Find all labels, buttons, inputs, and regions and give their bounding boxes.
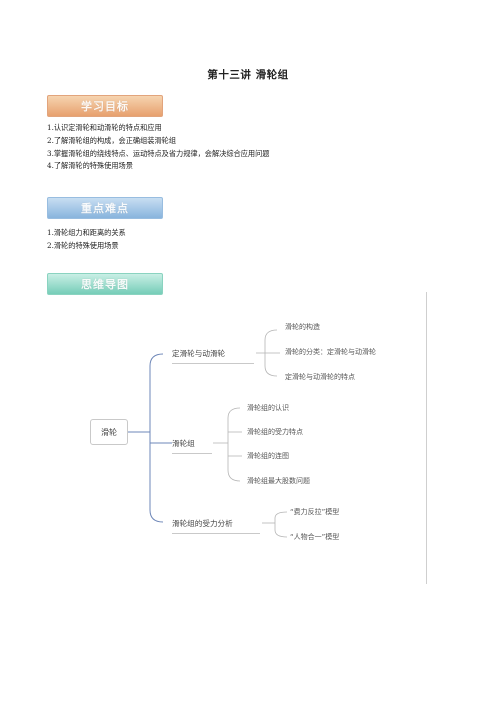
mindmap-leaf: 滑轮组最大股数问题: [247, 477, 310, 485]
goal-item: 4.了解滑轮的特殊使用场景: [47, 161, 133, 171]
mindmap-branch: 滑轮组: [172, 433, 212, 454]
key-points-list: 1.滑轮组力和距离的关系 2.滑轮的特殊使用场景: [47, 227, 126, 253]
goal-item: 2.了解滑轮组的构成，会正确组装滑轮组: [47, 135, 177, 145]
connector-line: [149, 353, 164, 523]
mindmap-leaf: 滑轮的分类：定滑轮与动滑轮: [285, 348, 376, 356]
goal-item: 1.认识定滑轮和动滑轮的特点和应用: [47, 123, 162, 132]
mindmap-leaf: 定滑轮与动滑轮的特点: [285, 373, 355, 381]
mindmap-leaf: 滑轮的构造: [285, 323, 320, 331]
connector-line: [274, 511, 288, 538]
page-title: 第十三讲 滑轮组: [207, 69, 289, 81]
mindmap-leaf: 滑轮组的认识: [247, 404, 289, 412]
mindmap-branch: 滑轮组的受力分析: [172, 513, 260, 534]
goals-list: 1.认识定滑轮和动滑轮的特点和应用 2.了解滑轮组的构成，会正确组装滑轮组 3.…: [47, 122, 270, 173]
mindmap-leaf: “人物合一”模型: [290, 533, 340, 541]
key-points-banner: 重点难点: [47, 197, 163, 219]
goals-banner: 学习目标: [47, 95, 163, 117]
mindmap-leaf: 滑轮组的连图: [247, 452, 289, 460]
mindmap-leaf: 滑轮组的受力特点: [247, 428, 303, 436]
page-divider: [426, 292, 427, 584]
goal-item: 3.掌握滑轮组的绕线特点、运动特点及省力规律，会解决综合应用问题: [47, 148, 270, 158]
key-point-item: 2.滑轮的特殊使用场景: [47, 240, 119, 250]
connector-line: [227, 407, 241, 482]
key-point-item: 1.滑轮组力和距离的关系: [47, 228, 126, 237]
mindmap-leaf: “费力反拉”模型: [290, 508, 340, 516]
mindmap-root: 滑轮: [90, 419, 128, 445]
mindmap-banner: 思维导图: [47, 273, 163, 295]
mindmap-branch: 定滑轮与动滑轮: [172, 343, 254, 364]
